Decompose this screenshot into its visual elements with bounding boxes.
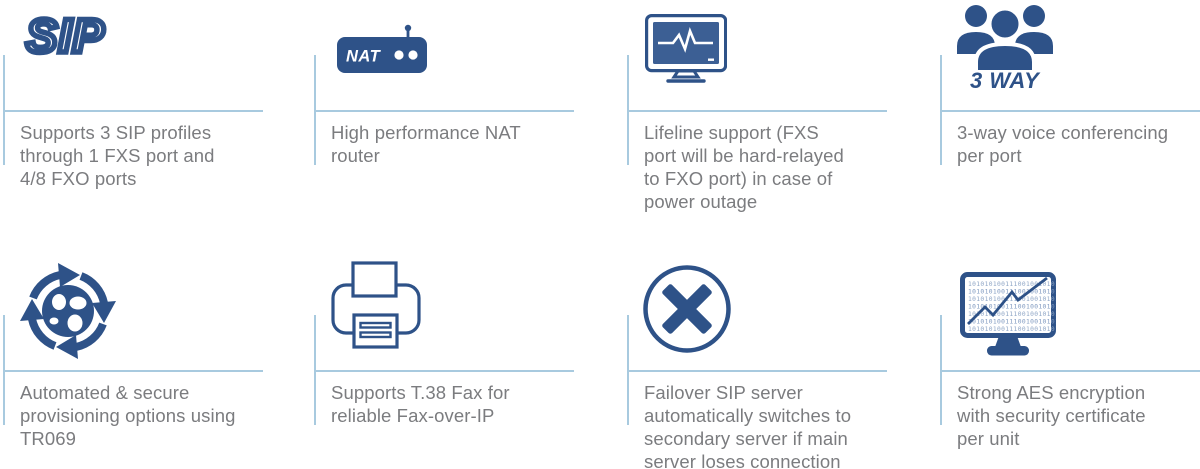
divider-vertical: [940, 315, 942, 425]
divider-vertical: [314, 55, 316, 165]
nat-label: NAT: [346, 48, 382, 66]
feature-description: High performance NAT router: [331, 122, 521, 166]
sip-logo-icon: SIP: [23, 6, 106, 65]
divider-horizontal: [3, 110, 263, 112]
feature-description: Failover SIP server automatically switch…: [644, 382, 852, 469]
divider-horizontal: [627, 370, 887, 372]
divider-vertical: [3, 55, 5, 165]
fax-printer-icon: [331, 261, 421, 349]
lifeline-monitor-icon: [645, 14, 727, 83]
divider-vertical: [940, 55, 942, 165]
trend-line: [967, 276, 1048, 325]
divider-horizontal: [3, 370, 263, 372]
divider-vertical: [627, 55, 629, 165]
failover-x-circle-icon: [643, 265, 731, 353]
feature-description: Strong AES encryption with security cert…: [957, 382, 1146, 449]
divider-horizontal: [940, 110, 1200, 112]
three-way-label: 3 WAY: [970, 68, 1040, 93]
divider-vertical: [3, 315, 5, 425]
divider-vertical: [627, 315, 629, 425]
sip-logo-text: SIP: [23, 6, 106, 65]
three-way-conference-icon: [957, 5, 1053, 72]
feature-description: 3-way voice conferencing per port: [957, 122, 1169, 166]
divider-horizontal: [314, 370, 574, 372]
divider-horizontal: [940, 370, 1200, 372]
provisioning-globe-sync-icon: [20, 263, 116, 359]
sync-arrows: [20, 263, 116, 359]
divider-horizontal: [627, 110, 887, 112]
feature-description: Automated & secure provisioning options …: [20, 382, 236, 449]
nat-router-icon: NAT: [337, 24, 427, 73]
divider-vertical: [314, 315, 316, 425]
feature-description: Lifeline support (FXS port will be hard-…: [644, 122, 844, 212]
feature-description: Supports 3 SIP profiles through 1 FXS po…: [20, 122, 215, 189]
divider-horizontal: [314, 110, 574, 112]
feature-description: Supports T.38 Fax for reliable Fax-over-…: [331, 382, 510, 426]
